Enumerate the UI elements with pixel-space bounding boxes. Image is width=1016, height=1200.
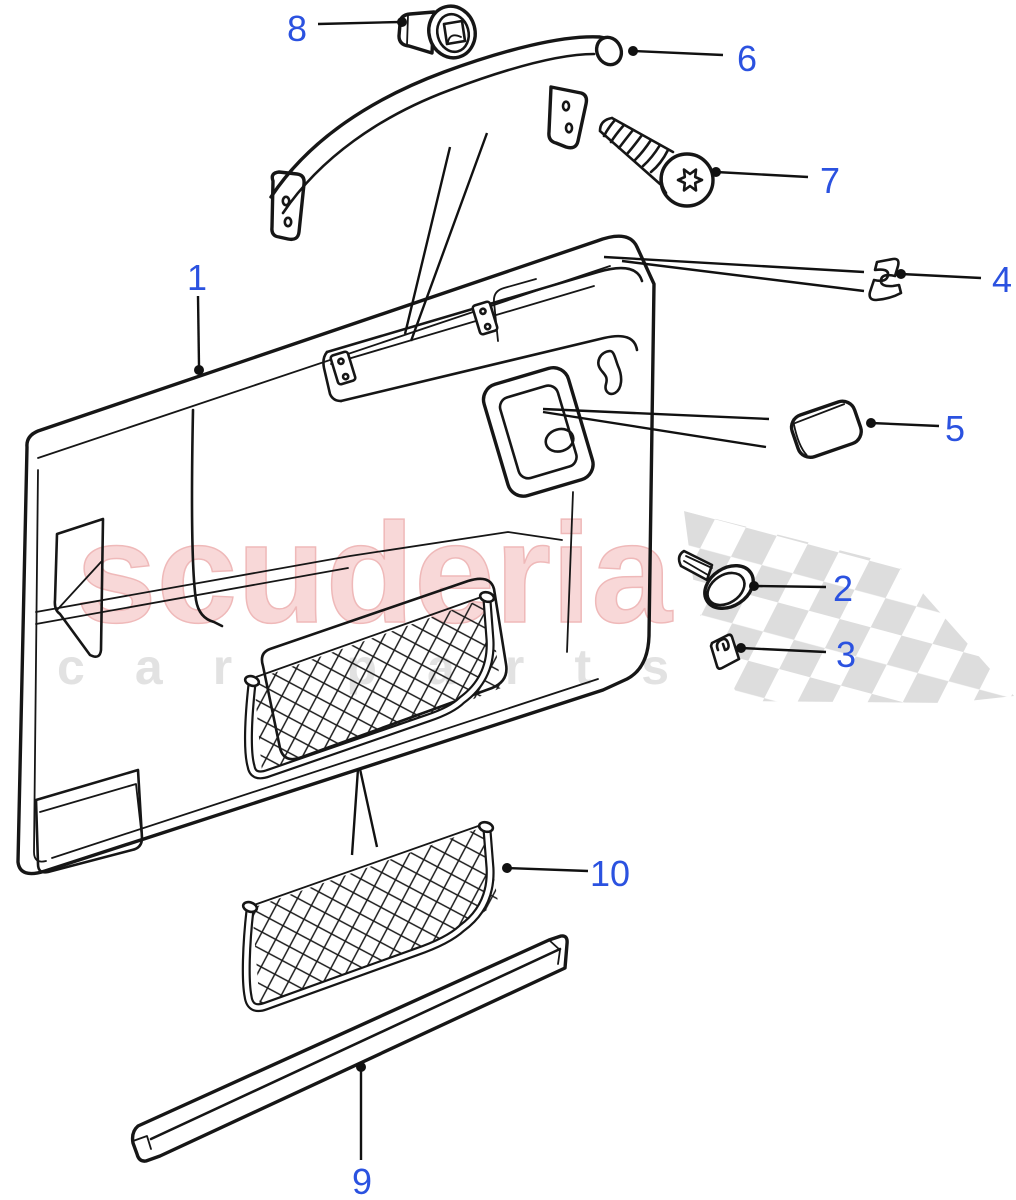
handle-tab-hole bbox=[561, 100, 571, 112]
callout-2-label[interactable]: 2 bbox=[833, 568, 853, 609]
net-frame-inner bbox=[246, 597, 493, 778]
leader-line bbox=[196, 295, 201, 367]
callout-6-label[interactable]: 6 bbox=[737, 38, 757, 79]
grab-handle bbox=[269, 35, 624, 242]
callout-7-label[interactable]: 7 bbox=[820, 160, 840, 201]
leader-dot bbox=[397, 17, 407, 27]
mounting-plate bbox=[471, 300, 499, 336]
panel-outline bbox=[16, 234, 656, 876]
plug-position-lines bbox=[542, 407, 770, 449]
net-top-edge bbox=[255, 594, 488, 678]
callout-6: 6 bbox=[628, 38, 757, 79]
map-pocket-lower bbox=[34, 768, 144, 874]
leader-dot bbox=[866, 418, 876, 428]
push-rivet bbox=[677, 549, 755, 611]
blanking-plug bbox=[789, 399, 863, 459]
callout-5: 5 bbox=[866, 408, 965, 449]
leader-dot bbox=[628, 46, 638, 56]
panel-left-inner-line bbox=[33, 469, 47, 863]
net-frame-cap bbox=[477, 820, 495, 834]
armrest-rail bbox=[322, 266, 644, 403]
panel-mid-crease-2 bbox=[35, 567, 349, 625]
callout-8: 8 bbox=[287, 8, 407, 49]
watermark-brand-text: scuderia bbox=[76, 494, 673, 653]
panel-mid-crease bbox=[35, 531, 563, 613]
net-mesh bbox=[254, 597, 501, 772]
leader-dot bbox=[736, 643, 746, 653]
callout-9-label[interactable]: 9 bbox=[352, 1161, 372, 1200]
callout-4: 4 bbox=[896, 259, 1012, 300]
callout-3: 3 bbox=[736, 634, 856, 675]
net-position-lines bbox=[350, 768, 379, 856]
leader-line bbox=[740, 646, 827, 654]
net-frame-inner bbox=[243, 827, 493, 1010]
net-frame-cap bbox=[478, 590, 496, 604]
leader-dot bbox=[749, 581, 759, 591]
leader-line bbox=[870, 421, 940, 428]
callout-1-label[interactable]: 1 bbox=[187, 257, 207, 298]
callout-5-label[interactable]: 5 bbox=[945, 408, 965, 449]
callout-7: 7 bbox=[711, 160, 840, 201]
leader-line bbox=[632, 49, 724, 57]
callout-8-label[interactable]: 8 bbox=[287, 8, 307, 49]
callout-4-label[interactable]: 4 bbox=[992, 259, 1012, 300]
callout-10: 10 bbox=[502, 853, 630, 894]
handle-position-lines bbox=[403, 132, 489, 342]
handle-tab-hole bbox=[281, 195, 291, 207]
handle-right-tab bbox=[547, 85, 589, 150]
watermark: scuderia car parts bbox=[57, 493, 1014, 703]
handle-tab-hole bbox=[564, 122, 574, 134]
leader-dot bbox=[711, 167, 721, 177]
leader-line bbox=[506, 866, 589, 873]
screw bbox=[598, 116, 715, 208]
trim-strip bbox=[130, 934, 569, 1163]
leader-line bbox=[753, 584, 827, 589]
leader-line bbox=[317, 20, 401, 26]
spring-clip bbox=[868, 257, 903, 302]
screw-head bbox=[659, 152, 715, 208]
handle-tube-inner bbox=[281, 52, 596, 215]
net-frame-cap bbox=[243, 674, 261, 688]
push-pin bbox=[397, 4, 477, 60]
finger-pull-cutout bbox=[597, 349, 623, 396]
net-mesh bbox=[252, 826, 498, 1008]
checkered-flag-watermark bbox=[684, 511, 1014, 703]
panel-bottom-inner-line bbox=[51, 678, 599, 859]
callout-9: 9 bbox=[352, 1062, 372, 1200]
handle-tab-hole bbox=[283, 216, 293, 228]
callout-3-label[interactable]: 3 bbox=[836, 634, 856, 675]
door-trim-panel bbox=[16, 234, 656, 876]
trim-strip-outline bbox=[130, 934, 569, 1163]
map-pocket-upper bbox=[53, 517, 105, 658]
net-top-edge bbox=[253, 823, 485, 906]
push-pin-square-hole bbox=[442, 19, 467, 46]
leader-line bbox=[715, 170, 809, 179]
clip-position-lines bbox=[603, 255, 865, 293]
leader-dot bbox=[502, 863, 512, 873]
callout-1: 1 bbox=[187, 257, 207, 375]
leader-dot bbox=[356, 1062, 366, 1072]
callout-10-label[interactable]: 10 bbox=[590, 853, 630, 894]
screw-threads bbox=[602, 118, 670, 174]
trim-strip-ridge bbox=[149, 947, 562, 1141]
leader-line bbox=[900, 272, 982, 280]
panel-vertical-crease bbox=[190, 408, 224, 628]
spring-nut bbox=[709, 633, 741, 670]
leader-dot bbox=[896, 269, 906, 279]
mounting-plate bbox=[329, 350, 357, 386]
leader-dot bbox=[194, 365, 204, 375]
screw-torx-socket bbox=[676, 168, 704, 192]
callout-2: 2 bbox=[749, 568, 853, 609]
latch-recess bbox=[481, 366, 595, 653]
handle-tube-end-cap bbox=[594, 35, 624, 67]
stowage-net-installed bbox=[243, 590, 501, 780]
net-frame-cap bbox=[241, 900, 259, 914]
stowage-net bbox=[241, 820, 498, 1013]
